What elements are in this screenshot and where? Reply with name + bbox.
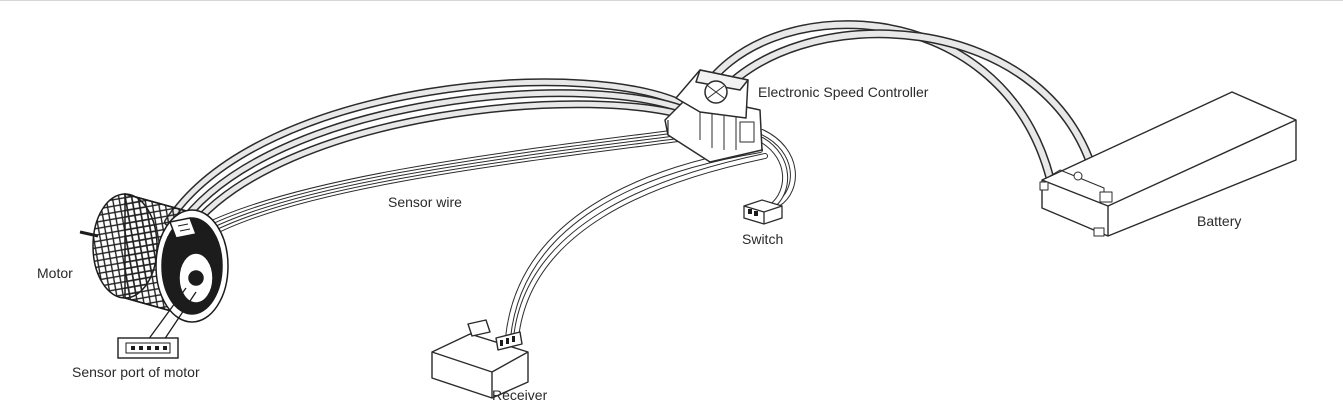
switch-lead — [759, 129, 796, 209]
label-sensor-wire: Sensor wire — [388, 194, 462, 210]
receiver-unit — [431, 319, 529, 399]
receiver-lead — [505, 147, 768, 341]
switch-connector — [743, 199, 783, 225]
sensor-port-callout — [117, 287, 197, 359]
top-divider — [0, 0, 1343, 6]
motor-leads — [164, 78, 702, 236]
label-sensor-port: Sensor port of motor — [72, 364, 200, 380]
label-receiver: Receiver — [492, 387, 548, 403]
battery-pack — [1039, 91, 1297, 237]
label-switch: Switch — [742, 231, 784, 247]
battery-leads — [695, 20, 1103, 195]
esc-unit — [664, 69, 763, 163]
label-esc: Electronic Speed Controller — [758, 84, 929, 100]
label-battery: Battery — [1197, 213, 1242, 229]
motor-unit — [79, 193, 229, 323]
sensor-wire — [199, 127, 691, 239]
label-motor: Motor — [37, 265, 73, 281]
